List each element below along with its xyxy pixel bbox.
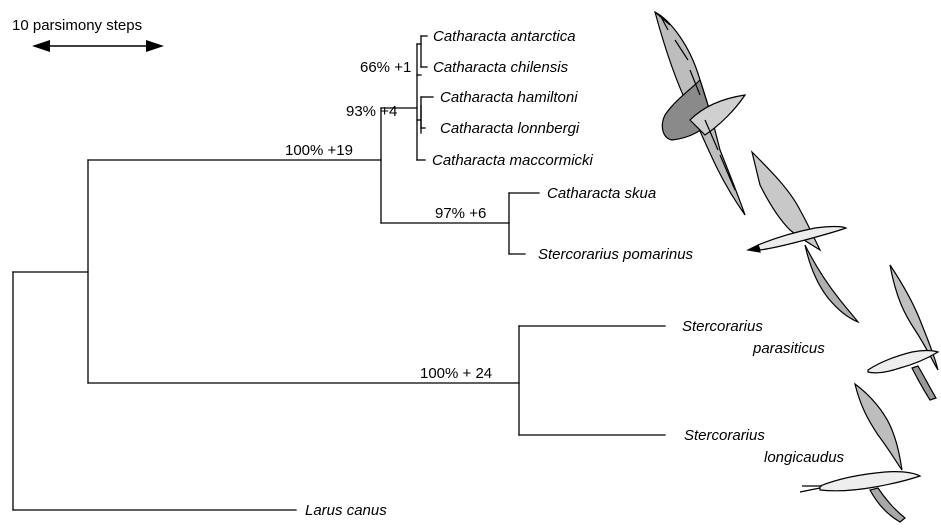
- taxon-catharacta-lonnbergi: Catharacta lonnbergi: [440, 120, 580, 137]
- support-values: 66% +1 93% +4 100% +19 97% +6 100% + 24: [285, 59, 492, 382]
- scale-bar-left-arrow-icon: [32, 40, 50, 52]
- taxon-catharacta-chilensis: Catharacta chilensis: [433, 59, 569, 76]
- taxon-catharacta-maccormicki: Catharacta maccormicki: [432, 152, 594, 169]
- bird-illustration-parasiticus: [868, 265, 938, 400]
- tree-branches: [13, 36, 665, 510]
- scale-bar: 10 parsimony steps: [12, 17, 164, 52]
- support-label-parasiticus-longicaudus: 100% + 24: [420, 365, 492, 382]
- bird-illustration-catharacta: [655, 12, 745, 215]
- taxon-stercorarius-parasiticus-line1: Stercorarius: [682, 318, 763, 335]
- support-label-skua-pomarinus: 97% +6: [435, 205, 486, 222]
- taxon-catharacta-antarctica: Catharacta antarctica: [433, 28, 576, 45]
- taxon-catharacta-hamiltoni: Catharacta hamiltoni: [440, 89, 578, 106]
- taxon-catharacta-skua: Catharacta skua: [547, 185, 656, 202]
- taxon-labels: Catharacta antarctica Catharacta chilens…: [305, 28, 845, 519]
- support-label-catharacta-clade: 100% +19: [285, 142, 353, 159]
- taxon-stercorarius-parasiticus-line2: parasiticus: [752, 340, 825, 357]
- taxon-stercorarius-longicaudus-line1: Stercorarius: [684, 427, 765, 444]
- taxon-larus-canus: Larus canus: [305, 502, 387, 519]
- taxon-stercorarius-longicaudus-line2: longicaudus: [764, 449, 845, 466]
- scale-bar-label: 10 parsimony steps: [12, 17, 142, 34]
- taxon-stercorarius-pomarinus: Stercorarius pomarinus: [538, 246, 694, 263]
- support-label-catharacta-inner: 93% +4: [346, 103, 397, 120]
- scale-bar-right-arrow-icon: [146, 40, 164, 52]
- bird-illustration-skua-pomarinus: [748, 152, 858, 322]
- support-label-antarctica-chilensis: 66% +1: [360, 59, 411, 76]
